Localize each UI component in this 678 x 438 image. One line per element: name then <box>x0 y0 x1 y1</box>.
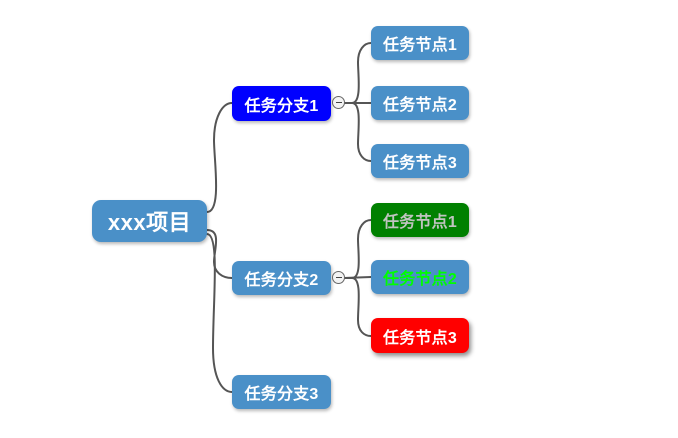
branch-node-label: 任务分支1 <box>244 97 319 115</box>
edge-branch-2-to-leaf-2 <box>343 276 372 279</box>
collapse-toggle-branch-2[interactable] <box>332 271 345 284</box>
mindmap-leaf-node-1-1[interactable]: 任务节点1 <box>371 26 469 60</box>
leaf-node-label: 任务节点3 <box>383 329 457 347</box>
branch-node-label: 任务分支2 <box>244 272 319 289</box>
edge-branch-2-to-leaf-1 <box>343 219 372 279</box>
mindmap-leaf-node-2-3[interactable]: 任务节点3 <box>371 318 469 353</box>
branch-node-label: 任务分支3 <box>244 386 319 403</box>
mindmap-branch-node-1[interactable]: 任务分支1 <box>232 86 331 121</box>
leaf-node-label: 任务节点2 <box>383 97 457 114</box>
collapse-toggle-branch-1[interactable] <box>332 96 345 109</box>
edge-root-to-branch-2 <box>206 229 233 279</box>
mindmap-leaf-node-1-2[interactable]: 任务节点2 <box>371 86 469 120</box>
root-node-label: xxx项目 <box>107 210 192 235</box>
leaf-node-label: 任务节点1 <box>383 37 457 54</box>
edge-root-to-branch-3 <box>206 233 233 393</box>
edge-branch-1-to-leaf-1 <box>343 42 372 104</box>
mindmap-branch-node-2[interactable]: 任务分支2 <box>232 261 331 295</box>
edge-branch-2-to-leaf-3 <box>343 277 372 337</box>
edge-branch-1-to-leaf-3 <box>343 102 372 162</box>
edge-root-to-branch-1 <box>206 102 233 213</box>
mindmap-leaf-node-1-3[interactable]: 任务节点3 <box>371 144 469 178</box>
leaf-node-label: 任务节点2 <box>383 271 457 288</box>
mindmap-root-node[interactable]: xxx项目 <box>92 200 207 242</box>
mindmap-leaf-node-2-1[interactable]: 任务节点1 <box>371 203 469 237</box>
mindmap-branch-node-3[interactable]: 任务分支3 <box>232 375 331 409</box>
mindmap-leaf-node-2-2[interactable]: 任务节点2 <box>371 260 469 294</box>
leaf-node-label: 任务节点1 <box>383 214 457 231</box>
leaf-node-label: 任务节点3 <box>383 155 457 172</box>
